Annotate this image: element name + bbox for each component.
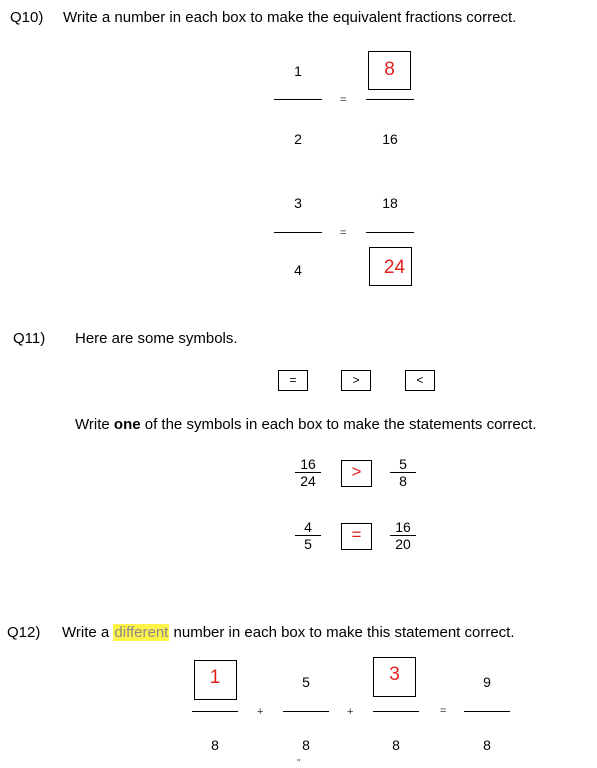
q10-r2-left-bar — [274, 232, 322, 233]
symbol-greater-than: > — [341, 370, 371, 391]
q11-label: Q11) — [13, 330, 46, 347]
q12-den-2: 8 — [302, 737, 310, 753]
q12-num-4: 9 — [483, 674, 491, 690]
q11-instruction-bold: one — [113, 416, 141, 433]
q10-r1-answer: 8 — [384, 59, 395, 80]
q12-num-2: 5 — [302, 674, 310, 690]
q10-r1-left-bar — [274, 99, 322, 100]
q10-text: Write a number in each box to make the e… — [63, 9, 517, 26]
q10-r1-left-denominator: 2 — [294, 131, 302, 147]
q10-r1-answer-box[interactable]: 8 — [368, 51, 411, 90]
q12-highlight: different — [113, 624, 170, 641]
q11-intro: Here are some symbols. — [75, 330, 238, 347]
q12-text: Write a different number in each box to … — [62, 624, 515, 641]
q10-r2-equals: = — [340, 227, 347, 239]
q10-r2-left-numerator: 3 — [294, 195, 302, 211]
q10-r1-right-denominator: 16 — [382, 131, 398, 147]
q12-den-3: 8 — [392, 737, 400, 753]
q12-bar-3 — [373, 711, 419, 712]
s2-answer: = — [351, 525, 362, 544]
q10-r2-left-denominator: 4 — [294, 262, 302, 278]
s1-answer: > — [351, 462, 362, 481]
q12-op-1: + — [257, 706, 264, 718]
q10-r2-right-numerator: 18 — [382, 195, 398, 211]
q12-op-3: = — [440, 705, 447, 717]
q10-r1-equals: = — [340, 94, 347, 106]
q12-bar-4 — [464, 711, 510, 712]
q10-r2-answer-box[interactable]: 24 — [369, 247, 412, 286]
q12-answer-box-1[interactable]: 1 — [194, 660, 237, 700]
footer-mark: " — [297, 758, 301, 768]
q11-instruction: Write one of the symbols in each box to … — [75, 416, 537, 433]
s2-answer-box[interactable]: = — [341, 523, 372, 550]
q12-bar-1 — [192, 711, 238, 712]
q10-r2-right-bar — [366, 232, 414, 233]
symbol-equals: = — [278, 370, 308, 391]
q12-bar-2 — [283, 711, 329, 712]
q12-den-1: 8 — [211, 737, 219, 753]
q12-answer-box-3[interactable]: 3 — [373, 657, 416, 697]
q12-label: Q12) — [7, 624, 41, 641]
q10-r1-right-bar — [366, 99, 414, 100]
symbol-less-than: < — [405, 370, 435, 391]
q10-r2-answer: 24 — [383, 257, 406, 278]
q12-den-4: 8 — [483, 737, 491, 753]
q12-answer-3: 3 — [389, 664, 400, 685]
q12-answer-1: 1 — [209, 667, 221, 688]
s1-answer-box[interactable]: > — [341, 460, 372, 487]
q10-label: Q10) — [10, 9, 44, 26]
q12-op-2: + — [347, 706, 354, 718]
q10-r1-left-numerator: 1 — [294, 63, 302, 79]
